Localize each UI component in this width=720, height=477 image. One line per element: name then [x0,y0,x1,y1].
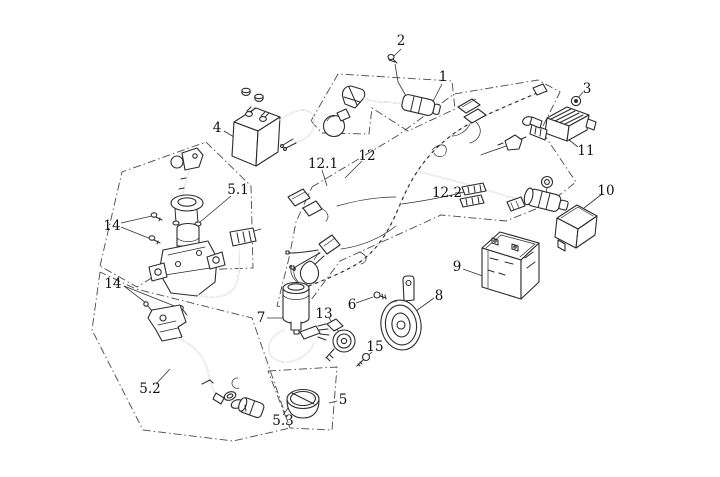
grommet-3 [570,95,582,107]
harness-connectors-12-1 [285,188,397,285]
bolt-2 [387,53,398,64]
harness-connectors-12-2 [401,182,487,208]
regulator-rectifier [529,106,597,142]
callout-6: 6 [348,297,357,313]
callout-13: 13 [315,306,332,322]
ignition-coil [231,87,315,167]
callout-2: 2 [397,33,406,49]
flasher-relay [268,281,330,363]
callout-5-1: 5.1 [227,182,248,198]
boundary-ignition-switch-group [99,141,254,288]
lock-cap [286,388,320,419]
callout-9: 9 [453,259,462,275]
callout-5-2: 5.2 [139,381,160,397]
callout-4: 4 [213,120,222,136]
spark-plug-cap-assembly [322,85,441,138]
wiring-harness [289,83,569,288]
seat-lock-assembly [143,301,265,419]
callout-3: 3 [583,81,592,97]
bolt-15 [356,352,371,367]
leader-lines [120,48,603,416]
callout-12-2: 12.2 [432,185,462,201]
callout-15: 15 [366,339,383,355]
cdi-unit [554,204,598,252]
callout-12: 12 [358,148,375,164]
sensor-13 [325,318,356,362]
callout-11: 11 [577,143,594,159]
callout-labels: 1 2 3 4 5 5.1 5.2 5.3 6 7 8 9 10 11 12 1… [103,33,614,429]
ignition-switch [148,147,262,298]
horn [380,275,422,351]
callout-8: 8 [435,288,444,304]
callout-12-1: 12.1 [308,156,338,172]
callout-1: 1 [439,69,448,85]
callout-5-3: 5.3 [272,413,293,429]
callout-10: 10 [597,183,614,199]
bolts-14-upper [148,212,163,245]
callout-14-upper: 14 [103,218,120,234]
battery [481,231,540,300]
horn-screw [373,291,387,300]
callout-7: 7 [257,310,266,326]
boundary-seat-lock-group [91,271,291,442]
callout-5: 5 [339,392,348,408]
boundary-harness-group [276,79,577,313]
callout-14-lower: 14 [104,276,121,292]
